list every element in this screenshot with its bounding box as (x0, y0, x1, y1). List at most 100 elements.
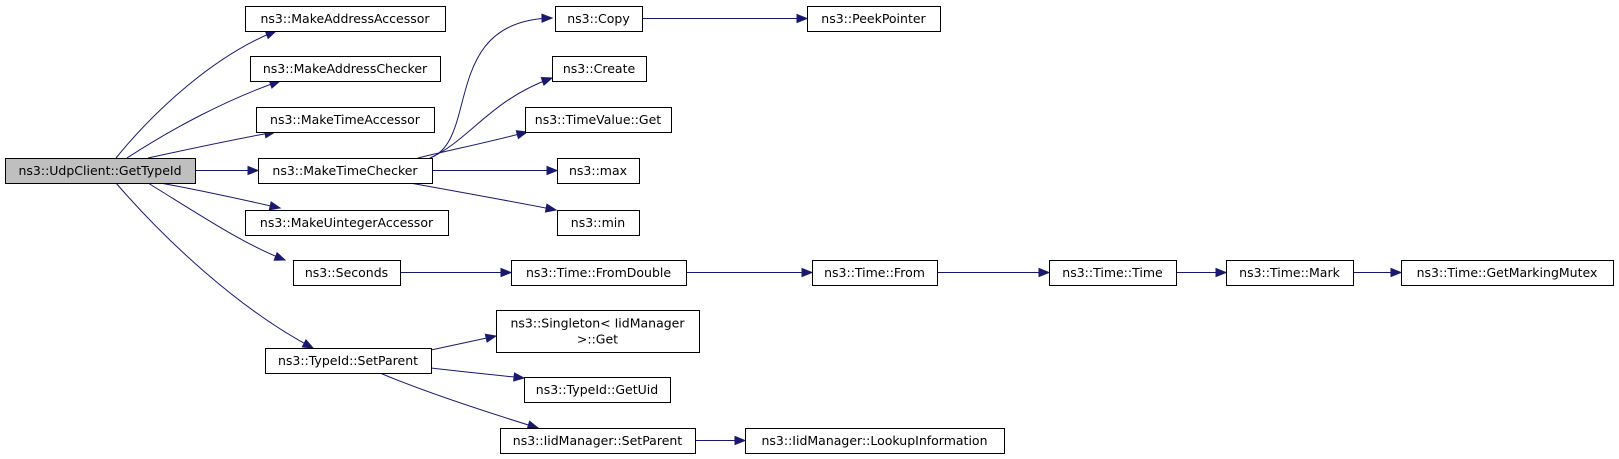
arrowhead-icon (544, 203, 558, 213)
node-box[interactable] (5, 158, 196, 184)
edges-layer (115, 13, 1403, 446)
node-box[interactable] (293, 260, 401, 286)
edge-line (147, 182, 286, 261)
node-iidsp[interactable]: ns3::IidManager::SetParent (500, 428, 696, 454)
node-mua[interactable]: ns3::MakeUintegerAccessor (245, 210, 449, 236)
arrowhead-icon (484, 333, 498, 343)
edge-line (417, 131, 528, 159)
node-label: ns3::IidManager::LookupInformation (761, 433, 987, 448)
node-gmm[interactable]: ns3::Time::GetMarkingMutex (1401, 260, 1614, 286)
node-tsp[interactable]: ns3::TypeId::SetParent (265, 348, 432, 374)
arrowhead-icon (796, 13, 809, 24)
node-copy[interactable]: ns3::Copy (555, 6, 643, 32)
node-label: ns3::Time::Mark (1239, 265, 1340, 280)
node-box[interactable] (1226, 260, 1354, 286)
edge-root-to-mtc (195, 165, 260, 176)
arrowhead-icon (301, 338, 315, 349)
arrowhead-icon (500, 267, 513, 278)
edge-mark-to-gmm (1353, 267, 1403, 278)
node-mtc[interactable]: ns3::MakeTimeChecker (258, 158, 433, 184)
edge-root-to-maa (115, 30, 278, 159)
node-box[interactable] (812, 260, 938, 286)
node-box[interactable] (525, 107, 672, 133)
node-box[interactable] (250, 56, 441, 82)
arrowhead-icon (734, 435, 747, 446)
node-box[interactable] (245, 6, 446, 32)
edge-copy-to-peek (642, 13, 809, 24)
node-box[interactable] (496, 310, 700, 353)
node-fromdbl[interactable]: ns3::Time::FromDouble (511, 260, 687, 286)
edge-tsp-to-singleton (430, 333, 498, 351)
node-sec[interactable]: ns3::Seconds (293, 260, 401, 286)
node-create[interactable]: ns3::Create (552, 56, 647, 82)
node-box[interactable] (245, 210, 449, 236)
edge-line (159, 182, 281, 209)
node-box[interactable] (745, 428, 1005, 454)
node-mark[interactable]: ns3::Time::Mark (1226, 260, 1354, 286)
node-singleton[interactable]: ns3::Singleton< IidManager>::Get (496, 310, 700, 353)
node-root[interactable]: ns3::UdpClient::GetTypeId (5, 158, 196, 184)
edge-tsp-to-iidsp (379, 372, 540, 430)
edge-line (429, 17, 553, 159)
node-box[interactable] (256, 107, 435, 133)
edge-tsp-to-getuid (430, 367, 526, 382)
node-max[interactable]: ns3::max (557, 158, 640, 184)
node-label: ns3::TypeId::SetParent (278, 353, 418, 368)
arrowhead-icon (268, 201, 282, 211)
node-box[interactable] (557, 210, 640, 236)
node-box[interactable] (1401, 260, 1614, 286)
node-box[interactable] (807, 6, 941, 32)
edge-line (147, 131, 276, 159)
node-label: ns3::MakeAddressAccessor (260, 11, 430, 26)
edge-time-to-mark (1176, 267, 1228, 278)
node-lookup[interactable]: ns3::IidManager::LookupInformation (745, 428, 1005, 454)
node-label: ns3::Time::Time (1062, 265, 1163, 280)
node-label: ns3::Copy (567, 11, 630, 26)
node-label: ns3::Seconds (305, 265, 388, 280)
node-box[interactable] (500, 428, 696, 454)
node-tvget[interactable]: ns3::TimeValue::Get (525, 107, 672, 133)
node-time[interactable]: ns3::Time::Time (1049, 260, 1177, 286)
edge-root-to-tsp (115, 182, 315, 349)
node-box[interactable] (552, 56, 647, 82)
edge-iidsp-to-lookup (695, 435, 747, 446)
edge-root-to-mta (147, 129, 277, 159)
edge-from-to-time (937, 267, 1051, 278)
arrowhead-icon (1390, 267, 1403, 278)
node-label: ns3::PeekPointer (821, 11, 926, 26)
node-label: ns3::min (571, 215, 625, 230)
edge-mtc-to-copy (429, 13, 554, 159)
node-label: ns3::TimeValue::Get (535, 112, 662, 127)
node-min[interactable]: ns3::min (557, 210, 640, 236)
arrowhead-icon (264, 30, 278, 40)
arrowhead-icon (541, 13, 554, 23)
edge-line (115, 30, 277, 159)
arrowhead-icon (247, 165, 260, 176)
node-box[interactable] (524, 377, 671, 403)
edge-root-to-mua (159, 182, 282, 211)
edge-fromdbl-to-from (686, 267, 814, 278)
edge-root-to-sec (147, 182, 287, 261)
node-box[interactable] (511, 260, 687, 286)
node-label: ns3::max (569, 163, 627, 178)
node-box[interactable] (557, 158, 640, 184)
node-peek[interactable]: ns3::PeekPointer (807, 6, 941, 32)
node-maa[interactable]: ns3::MakeAddressAccessor (245, 6, 446, 32)
node-label: ns3::Time::FromDouble (526, 265, 671, 280)
arrowhead-icon (273, 251, 287, 261)
node-mta[interactable]: ns3::MakeTimeAccessor (256, 107, 435, 133)
node-box[interactable] (258, 158, 433, 184)
node-box[interactable] (265, 348, 432, 374)
node-mac[interactable]: ns3::MakeAddressChecker (250, 56, 441, 82)
arrowhead-icon (546, 165, 559, 176)
edge-mtc-to-max (432, 165, 559, 176)
node-getuid[interactable]: ns3::TypeId::GetUid (524, 377, 671, 403)
node-label: ns3::UdpClient::GetTypeId (18, 163, 181, 178)
node-box[interactable] (555, 6, 643, 32)
node-from[interactable]: ns3::Time::From (812, 260, 938, 286)
edge-mtc-to-create (429, 77, 554, 159)
arrowhead-icon (540, 77, 554, 86)
node-box[interactable] (1049, 260, 1177, 286)
arrowhead-icon (1038, 267, 1051, 278)
node-label: ns3::Time::From (824, 265, 925, 280)
